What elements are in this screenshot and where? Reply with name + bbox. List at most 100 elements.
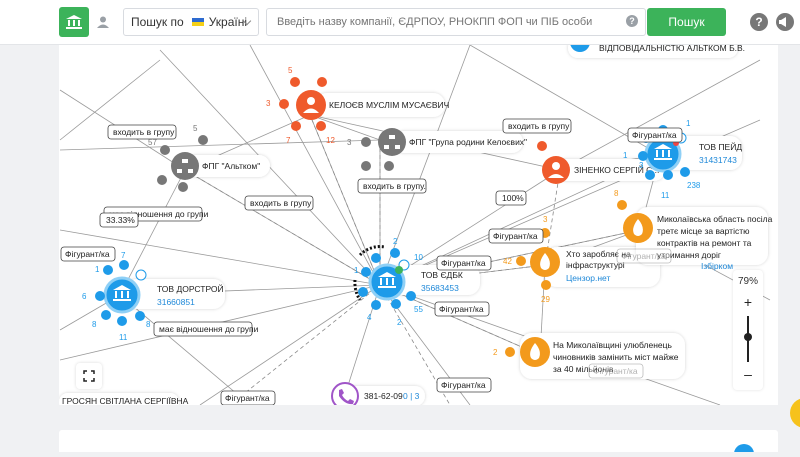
graph-node-code[interactable]: 31660851 xyxy=(157,297,195,307)
svg-text:Фігурант/ка: Фігурант/ка xyxy=(439,304,484,314)
svg-text:0 | 3: 0 | 3 xyxy=(403,391,420,401)
fullscreen-button[interactable] xyxy=(76,363,102,389)
edge-label[interactable]: має відношення до групи xyxy=(153,321,259,337)
fullscreen-icon xyxy=(83,370,95,382)
svg-text:1: 1 xyxy=(623,151,628,160)
graph-node-phone[interactable]: 381-62-09 0 | 3 xyxy=(331,382,425,405)
zoom-level: 79% xyxy=(737,276,758,287)
bank-icon xyxy=(654,144,672,160)
svg-text:6: 6 xyxy=(82,292,87,301)
svg-text:ГРОСЯН СВІТЛАНА СЕРГІЇВНА: ГРОСЯН СВІТЛАНА СЕРГІЇВНА xyxy=(62,396,189,405)
zoom-controls: 79% + – xyxy=(733,270,763,390)
zoom-out-button[interactable]: – xyxy=(744,366,752,382)
svg-text:5: 5 xyxy=(193,124,198,133)
graph-node-tov-edbk[interactable]: ТОВ ЄДБК 35683453 2 10 1 4 55 2 xyxy=(353,237,480,327)
svg-text:Хто заробляє на: Хто заробляє на xyxy=(566,249,631,259)
bank-icon xyxy=(378,272,396,288)
graph-node-fpg-keloev[interactable]: ФПГ "Група родини Келоєвих" 3 xyxy=(347,128,527,171)
graph-node-label: КЕЛОЄВ МУСЛІМ МУСАЄВИЧ xyxy=(329,100,449,110)
fire-icon xyxy=(540,253,550,270)
svg-text:57: 57 xyxy=(148,138,157,147)
bank-icon xyxy=(66,15,82,29)
chat-button[interactable] xyxy=(790,398,800,428)
hierarchy-icon xyxy=(384,135,400,149)
graph-node-label: ФПГ "Альтком" xyxy=(202,161,260,171)
svg-text:5: 5 xyxy=(288,66,293,75)
svg-text:Фігурант/ка: Фігурант/ка xyxy=(632,130,677,140)
graph-node-label: ТОВ ЄДБК xyxy=(421,270,463,280)
edge-label[interactable]: входить в групу. xyxy=(357,178,427,194)
edge-label[interactable]: 100% xyxy=(495,190,527,206)
search-scope-select[interactable]: Пошук по Україні xyxy=(123,8,259,36)
relations-graph[interactable]: ВІДПОВІДАЛЬНІСТЮ АЛЬТКОМ Б.В. КЕЛОЄВ МУС… xyxy=(59,45,778,405)
svg-text:7: 7 xyxy=(121,251,126,260)
graph-node-tov-peid[interactable]: ТОВ ПЕЙД 31431743 1 1 3 11 238 xyxy=(623,119,742,200)
svg-text:238: 238 xyxy=(687,181,701,190)
phone-icon xyxy=(339,389,354,405)
svg-text:381-62-09: 381-62-09 xyxy=(364,391,403,401)
search-input[interactable] xyxy=(266,8,646,36)
edge-label[interactable]: Фігурант/ка xyxy=(220,390,276,405)
svg-text:Фігурант/ка: Фігурант/ка xyxy=(621,251,666,261)
graph-node-label: ТОВ ПЕЙД xyxy=(699,141,742,152)
scope-label: Пошук по xyxy=(131,15,184,29)
graph-node-keloev[interactable]: КЕЛОЄВ МУСЛІМ МУСАЄВИЧ 5 3 7 12 xyxy=(266,66,449,145)
home-logo-button[interactable] xyxy=(59,7,89,37)
announcement-icon[interactable] xyxy=(776,13,794,31)
svg-text:11: 11 xyxy=(119,333,128,342)
svg-text:8: 8 xyxy=(146,320,151,329)
help-icon[interactable]: ? xyxy=(750,13,768,31)
svg-text:4: 4 xyxy=(367,313,372,322)
svg-text:Миколаївська область посіла: Миколаївська область посіла xyxy=(657,214,773,224)
edge-label[interactable]: Фігурант/ка xyxy=(436,377,492,393)
zoom-in-button[interactable]: + xyxy=(743,294,753,310)
graph-node-tov-dorstroi[interactable]: ТОВ ДОРСТРОЙ 31660851 7 1 6 8 8 11 xyxy=(82,251,225,342)
svg-text:контрактів на ремонт та: контрактів на ремонт та xyxy=(657,238,752,248)
svg-text:чиновників замінить міст майже: чиновників замінить міст майже xyxy=(553,352,679,362)
svg-text:7: 7 xyxy=(286,136,291,145)
fire-icon xyxy=(633,219,643,236)
edge-label[interactable]: 33.33% xyxy=(99,212,139,228)
edge-label[interactable]: Фігурант/ка xyxy=(434,301,490,317)
zoom-slider-handle[interactable] xyxy=(744,333,752,341)
edge-label[interactable]: Фігурант/ка xyxy=(60,246,116,262)
edge-label[interactable]: входить в групу xyxy=(107,124,177,140)
graph-node-code[interactable]: 31431743 xyxy=(699,155,737,165)
fire-icon xyxy=(530,343,540,360)
svg-text:Ізбірком[interactable]: Ізбірком xyxy=(701,261,733,271)
edge-label[interactable]: Фігурант/ка xyxy=(436,255,492,271)
edge-label[interactable]: входить в групу xyxy=(502,118,572,134)
svg-text:Фігурант/ка: Фігурант/ка xyxy=(493,231,538,241)
svg-text:має відношення до групи: має відношення до групи xyxy=(109,209,209,219)
edge-label[interactable]: входить в групу xyxy=(244,195,314,211)
edge-label[interactable]: Фігурант/ка xyxy=(627,127,683,143)
svg-text:12: 12 xyxy=(326,136,335,145)
edge-label[interactable]: Фігурант/ка xyxy=(616,248,672,264)
svg-text:2: 2 xyxy=(397,318,402,327)
edge-label[interactable]: Фігурант/ка xyxy=(588,363,644,379)
graph-node-grosyan[interactable]: ГРОСЯН СВІТЛАНА СЕРГІЇВНА xyxy=(59,393,189,405)
svg-text:На Миколаївщині улюбленець: На Миколаївщині улюбленець xyxy=(553,340,673,350)
svg-text:третє місце за вартістю: третє місце за вартістю xyxy=(657,226,750,236)
graph-node-news-izbirkom[interactable]: Миколаївська область посіла третє місце … xyxy=(614,189,773,271)
svg-text:1: 1 xyxy=(686,119,691,128)
graph-node-label: ТОВ ДОРСТРОЙ xyxy=(157,283,224,294)
search-button[interactable]: Пошук xyxy=(647,8,726,36)
edge-label[interactable]: Фігурант/ка xyxy=(488,228,544,244)
ukraine-flag-icon xyxy=(191,18,204,26)
graph-node-zinenko[interactable]: ЗІНЕНКО СЕРГІЙ С... xyxy=(537,141,665,184)
svg-text:3: 3 xyxy=(543,215,548,224)
graph-node-fpg-altkom[interactable]: ФПГ "Альтком" 57 5 xyxy=(148,124,270,192)
graph-canvas[interactable]: ВІДПОВІДАЛЬНІСТЮ АЛЬТКОМ Б.В. КЕЛОЄВ МУС… xyxy=(59,45,778,405)
person-icon xyxy=(548,162,564,178)
graph-node-code[interactable]: 35683453 xyxy=(421,283,459,293)
graph-node-altkom-bv[interactable]: ВІДПОВІДАЛЬНІСТЮ АЛЬТКОМ Б.В. xyxy=(568,45,745,58)
person-search-button[interactable] xyxy=(92,10,114,34)
svg-text:Фігурант/ка: Фігурант/ка xyxy=(225,393,270,403)
graph-node-news-censor[interactable]: Хто заробляє на інфраструктурі Цензор.не… xyxy=(503,215,660,304)
search-help-icon[interactable]: ? xyxy=(626,15,638,27)
graph-node-label: ЗІНЕНКО СЕРГІЙ С... xyxy=(574,164,659,175)
svg-text:3: 3 xyxy=(347,138,352,147)
svg-text:Цензор.нет[interactable]: Цензор.нет xyxy=(566,273,610,283)
graph-node-news-mykolaiv[interactable]: На Миколаївщині улюбленець чиновників за… xyxy=(493,333,685,379)
